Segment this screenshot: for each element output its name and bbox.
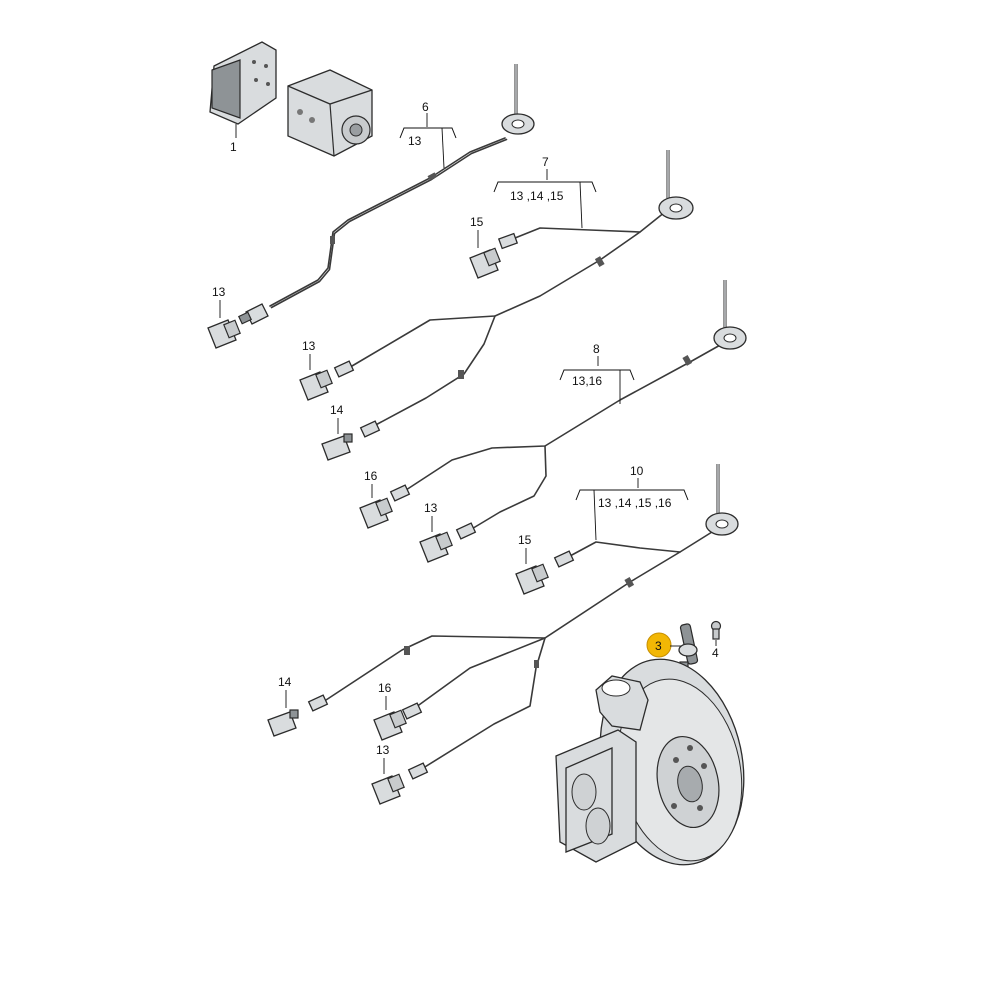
wheel-speed-sensor-mount-rl[interactable] [705, 464, 739, 536]
wheel-speed-sensor-mount-fl[interactable] [658, 150, 694, 220]
callout-part-3[interactable]: 3 [655, 639, 662, 653]
cap-15-harness-10[interactable] [515, 563, 549, 595]
steering-knuckle [595, 675, 649, 731]
brace-part-10 [575, 489, 689, 501]
callout-14-harness-10: 14 [278, 675, 292, 689]
wheel-speed-sensor-mount-fr[interactable] [501, 64, 535, 135]
brace-part-8 [559, 369, 635, 381]
highlight-marker-part-3 [646, 632, 672, 658]
brace-part-6 [399, 127, 457, 139]
callout-part-6-refs: 13 [408, 134, 422, 148]
plug-connector-10-c[interactable] [401, 702, 423, 720]
wheel-speed-sensor[interactable] [678, 623, 699, 673]
callout-part-10-refs: 13 ,14 ,15 ,16 [598, 496, 672, 510]
wiring-harness-10[interactable] [325, 531, 713, 771]
cap-16-harness-10[interactable] [373, 709, 407, 741]
callout-16-harness-8: 16 [364, 469, 378, 483]
abs-hydraulic-unit[interactable] [287, 69, 373, 157]
callout-13-harness-8: 13 [424, 501, 438, 515]
wheel-speed-sensor-mount-rr[interactable] [713, 280, 747, 350]
sensor-mounting-bolt[interactable] [710, 620, 722, 640]
cap-13-harness-7[interactable] [299, 369, 333, 401]
plug-connector-10-d[interactable] [407, 762, 429, 780]
callout-15-harness-7: 15 [470, 215, 484, 229]
cap-15-harness-7[interactable] [469, 247, 501, 279]
cap-13-harness-8[interactable] [419, 531, 453, 563]
abs-control-unit[interactable] [209, 41, 277, 125]
callout-13-harness-7: 13 [302, 339, 316, 353]
callout-13-harness-6: 13 [212, 285, 226, 299]
plug-connector-7-b[interactable] [333, 360, 355, 378]
brace-part-7 [493, 181, 597, 193]
cap-16-harness-8[interactable] [359, 497, 393, 529]
callout-part-4: 4 [712, 646, 719, 660]
callout-part-8-refs: 13,16 [572, 374, 602, 388]
callout-part-7-refs: 13 ,14 ,15 [510, 189, 564, 203]
callout-16-harness-10: 16 [378, 681, 392, 695]
plug-connector-10-b[interactable] [307, 694, 329, 712]
plug-connector-8-a[interactable] [389, 484, 411, 502]
callout-13-harness-10: 13 [376, 743, 390, 757]
callout-14-harness-7: 14 [330, 403, 344, 417]
brake-caliper [555, 729, 637, 863]
plug-connector-6[interactable] [237, 303, 269, 325]
connector-14-harness-7[interactable] [321, 433, 353, 461]
callout-15-harness-10: 15 [518, 533, 532, 547]
callout-part-10: 10 [630, 464, 644, 478]
cap-13-harness-10[interactable] [371, 773, 405, 805]
plug-connector-7-c[interactable] [359, 420, 381, 438]
wiring-harness-7[interactable] [351, 211, 666, 429]
plug-connector-10-a[interactable] [553, 550, 575, 568]
wiring-harness-8[interactable] [405, 343, 723, 531]
plug-connector-7-a[interactable] [497, 232, 519, 250]
wiring-harness-6[interactable] [269, 137, 508, 309]
callout-part-8: 8 [593, 342, 600, 356]
plug-connector-8-b[interactable] [455, 522, 477, 540]
connector-14-harness-10[interactable] [267, 709, 299, 737]
callout-part-6: 6 [422, 100, 429, 114]
cap-13-harness-6[interactable] [207, 319, 241, 349]
callout-part-7: 7 [542, 155, 549, 169]
callout-part-1: 1 [230, 140, 237, 154]
